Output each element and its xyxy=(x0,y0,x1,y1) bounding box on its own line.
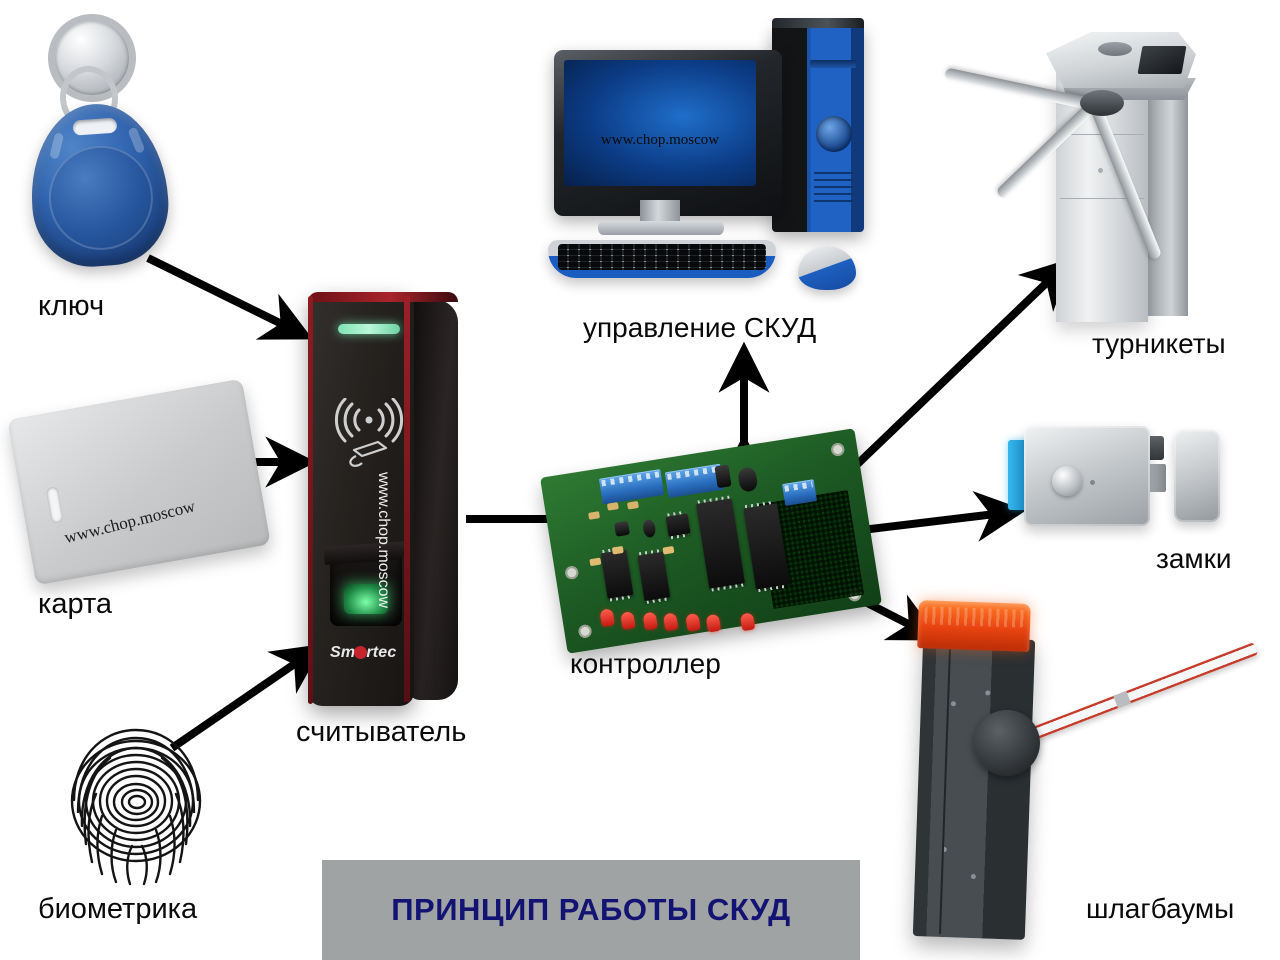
turnstile-cabinet-side xyxy=(1146,80,1188,316)
status-led xyxy=(599,608,615,628)
barrier-hub xyxy=(974,710,1040,776)
lock-screw xyxy=(1090,480,1095,485)
reader-left-trim xyxy=(308,296,313,704)
keyboard-keys xyxy=(558,244,766,270)
resistor xyxy=(662,545,675,555)
barrier-warning-light xyxy=(917,600,1031,652)
reader-mid-trim xyxy=(404,296,410,702)
sensor-glow xyxy=(344,584,388,614)
reader-watermark: www.chop.moscow xyxy=(375,472,392,609)
resistor xyxy=(589,557,602,567)
label-controller: контроллер xyxy=(570,648,721,679)
mount-hole xyxy=(577,623,593,639)
label-turnstile: турникеты xyxy=(1092,328,1226,359)
status-led xyxy=(662,612,679,632)
controller-board xyxy=(540,428,882,654)
resistor xyxy=(626,500,639,510)
desktop-computer-icon: www.chop.moscow xyxy=(536,18,866,308)
page-title: ПРИНЦИП РАБОТЫ СКУД xyxy=(391,892,791,927)
voltage-regulator xyxy=(714,464,732,489)
rfid-keyfob-icon xyxy=(48,14,136,102)
lock-body xyxy=(1024,426,1150,526)
tripod-turnstile-icon xyxy=(940,18,1240,328)
barrier-screw xyxy=(985,690,991,696)
screen-watermark: www.chop.moscow xyxy=(600,131,720,148)
resistor xyxy=(606,502,619,511)
label-card: карта xyxy=(38,588,113,620)
diode xyxy=(613,520,631,537)
electric-lock-icon xyxy=(1008,418,1223,533)
monitor: www.chop.moscow xyxy=(554,50,782,216)
rfid-wave-icon xyxy=(332,397,406,470)
reader-top-trim xyxy=(308,292,458,302)
status-led xyxy=(685,612,701,632)
keyboard[interactable] xyxy=(548,240,776,278)
barrier-column xyxy=(912,636,1036,940)
turnstile-reader-panel[interactable] xyxy=(1137,46,1187,74)
monitor-stand-neck xyxy=(640,200,680,224)
node-card: www.chop.moscow xyxy=(0,378,271,600)
tower-vents xyxy=(814,172,854,206)
label-pc: управление СКУД xyxy=(583,312,817,343)
reader-side xyxy=(408,300,458,700)
title-banner: ПРИНЦИП РАБОТЫ СКУД xyxy=(322,860,860,960)
keyfob-face xyxy=(45,142,157,254)
label-biometrics: биометрика xyxy=(38,893,198,925)
fingerprint-icon xyxy=(62,716,212,888)
status-led xyxy=(705,613,722,633)
arrow-controller-to-lock xyxy=(861,490,1027,542)
keyfob-body xyxy=(25,99,173,271)
node-keyfob xyxy=(0,0,200,300)
optical-drive-bay xyxy=(810,60,856,68)
mount-hole xyxy=(564,565,580,581)
status-led xyxy=(642,611,659,631)
terminal-block xyxy=(598,469,665,505)
keyfob-grip-left xyxy=(49,132,65,160)
card-slot xyxy=(45,486,64,524)
reader-status-led xyxy=(338,324,400,334)
barrier-screw xyxy=(970,873,976,880)
label-keyfob: ключ xyxy=(38,290,105,322)
mouse[interactable] xyxy=(798,246,856,290)
turnstile-indicator xyxy=(1098,42,1132,56)
resistor xyxy=(588,511,601,520)
logic-chip xyxy=(600,549,634,599)
label-barrier: шлагбаумы xyxy=(1086,893,1235,924)
lock-knob[interactable] xyxy=(1052,466,1082,496)
status-led xyxy=(620,611,636,630)
logic-chip xyxy=(637,551,671,602)
status-led xyxy=(739,612,756,632)
proximity-card-icon: www.chop.moscow xyxy=(7,378,271,586)
monitor-stand-base xyxy=(598,221,724,235)
reader-fingerprint-sensor[interactable] xyxy=(323,541,409,626)
turnstile-hub xyxy=(1080,90,1124,116)
electrolytic-capacitor xyxy=(737,466,759,493)
sensor-lip xyxy=(323,541,409,565)
small-chip xyxy=(665,513,691,537)
capacitor xyxy=(641,518,657,539)
cabinet-lock xyxy=(1098,168,1103,173)
label-lock: замки xyxy=(1156,543,1232,574)
label-reader: считыватель xyxy=(296,716,467,748)
power-button[interactable] xyxy=(816,116,852,152)
pc-tower xyxy=(772,24,864,232)
cabinet-seam xyxy=(1060,198,1144,199)
mount-hole xyxy=(830,442,846,457)
barrier-boom-arm xyxy=(1023,642,1258,743)
microcontroller-chip xyxy=(696,498,746,589)
lock-strike-plate xyxy=(1174,430,1220,522)
pcb-controller-icon xyxy=(540,428,882,662)
card-watermark: www.chop.moscow xyxy=(62,496,197,548)
barrier-screw xyxy=(950,701,957,707)
tower-top xyxy=(772,18,864,28)
keyfob-grip-right xyxy=(127,126,146,155)
boom-barrier-icon xyxy=(900,588,1270,960)
monitor-screen: www.chop.moscow xyxy=(564,60,756,186)
